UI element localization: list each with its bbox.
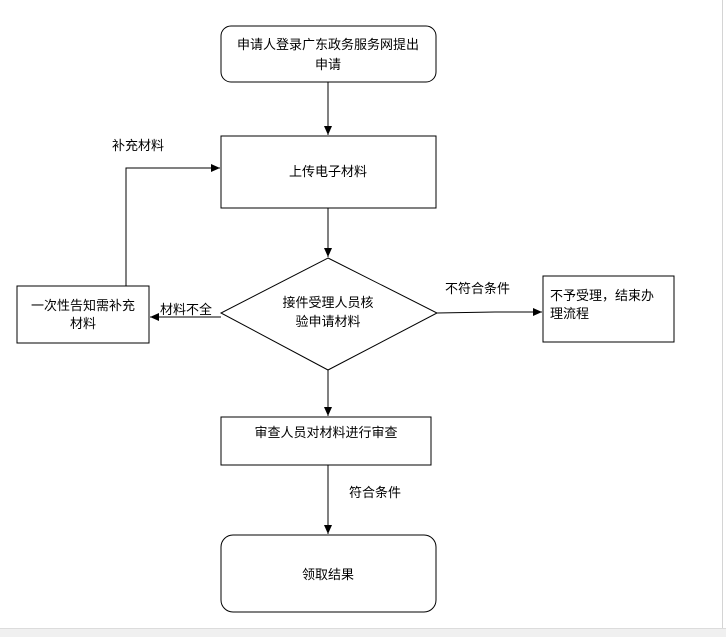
node-apply-line1: 申请人登录广东政务服务网提出 (237, 37, 419, 53)
node-supplement: 一次性告知需补充 材料 (16, 285, 150, 344)
edge-label-supplement-back: 补充材料 (112, 138, 164, 154)
node-supplement-shape (16, 285, 150, 344)
bottom-strip (0, 628, 726, 637)
node-upload-shape (220, 135, 437, 209)
node-result: 领取结果 (220, 534, 437, 613)
node-apply: 申请人登录广东政务服务网提出 申请 (220, 25, 437, 83)
node-verify-line1: 接件受理人员核 (282, 295, 373, 311)
edge-label-qualified: 符合条件 (349, 485, 401, 501)
edge-supplement-to-upload (125, 164, 220, 286)
node-verify-line2: 验申请材料 (295, 314, 360, 330)
edge-label-not-qualified: 不符合条件 (445, 281, 510, 297)
node-verify-shape (219, 257, 439, 371)
node-reject-line1: 不予受理，结束办 (550, 289, 654, 304)
node-reject-line2: 理流程 (550, 307, 589, 322)
node-apply-line2: 申请 (315, 58, 341, 73)
node-upload-label: 上传电子材料 (289, 165, 367, 180)
edge-verify-to-reject (436, 308, 542, 316)
node-supplement-line2: 材料 (70, 317, 96, 332)
node-review-label: 审查人员对材料进行审查 (254, 426, 397, 441)
node-reject: 不予受理，结束办 理流程 (542, 275, 675, 343)
node-apply-shape (220, 25, 437, 83)
node-result-label: 领取结果 (302, 568, 354, 583)
node-reject-shape (542, 275, 675, 343)
node-supplement-line1: 一次性告知需补充 (31, 298, 135, 314)
node-upload: 上传电子材料 (220, 135, 437, 209)
right-border (722, 0, 723, 628)
node-verify: 接件受理人员核 验申请材料 (219, 257, 439, 371)
edge-label-incomplete: 材料不全 (160, 302, 212, 318)
node-review: 审查人员对材料进行审查 (220, 416, 432, 466)
node-result-shape (220, 534, 437, 613)
node-review-shape (220, 416, 432, 466)
